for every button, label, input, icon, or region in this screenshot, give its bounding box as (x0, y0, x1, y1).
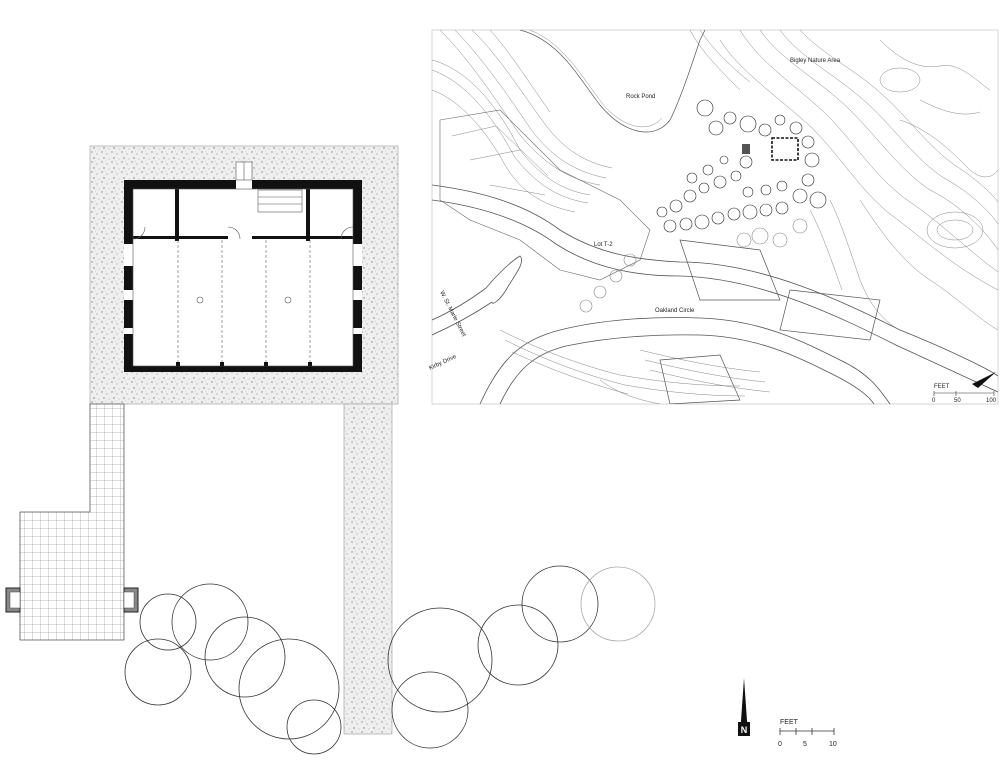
site-scale-tick-0: 0 (932, 398, 936, 404)
site-plan: Rock Pond Bigley Nature Area Lot T-2 Oak… (428, 29, 999, 405)
scale-tick-2: 10 (829, 741, 837, 748)
bench-left (5, 587, 21, 613)
site-building-marker (742, 137, 799, 161)
grid-paving (19, 403, 125, 641)
label-lot: Lot T-2 (594, 242, 613, 248)
site-scale-unit: FEET (934, 384, 950, 390)
bench-right (123, 587, 139, 613)
site-trees (579, 99, 827, 313)
site-scale-tick-1: 50 (954, 398, 961, 404)
north-arrow: N (738, 678, 750, 736)
building-walls (124, 180, 362, 372)
floor-plan: N FEET 0 5 10 (5, 145, 837, 755)
site-north-arrow (972, 372, 996, 388)
site-scale-tick-2: 100 (986, 398, 997, 404)
label-oakland-circle: Oakland Circle (655, 308, 695, 314)
label-rock-pond: Rock Pond (626, 94, 655, 100)
scale-tick-1: 5 (803, 741, 807, 748)
gravel-path (343, 403, 393, 735)
north-label: N (741, 725, 748, 735)
tree-canopies (124, 565, 656, 755)
label-nature-area: Bigley Nature Area (790, 58, 841, 64)
site-plan-scale: FEET 0 50 100 (932, 372, 997, 404)
scale-unit: FEET (780, 719, 799, 726)
scale-tick-0: 0 (778, 741, 782, 748)
floor-plan-scale: FEET 0 5 10 (778, 719, 837, 748)
